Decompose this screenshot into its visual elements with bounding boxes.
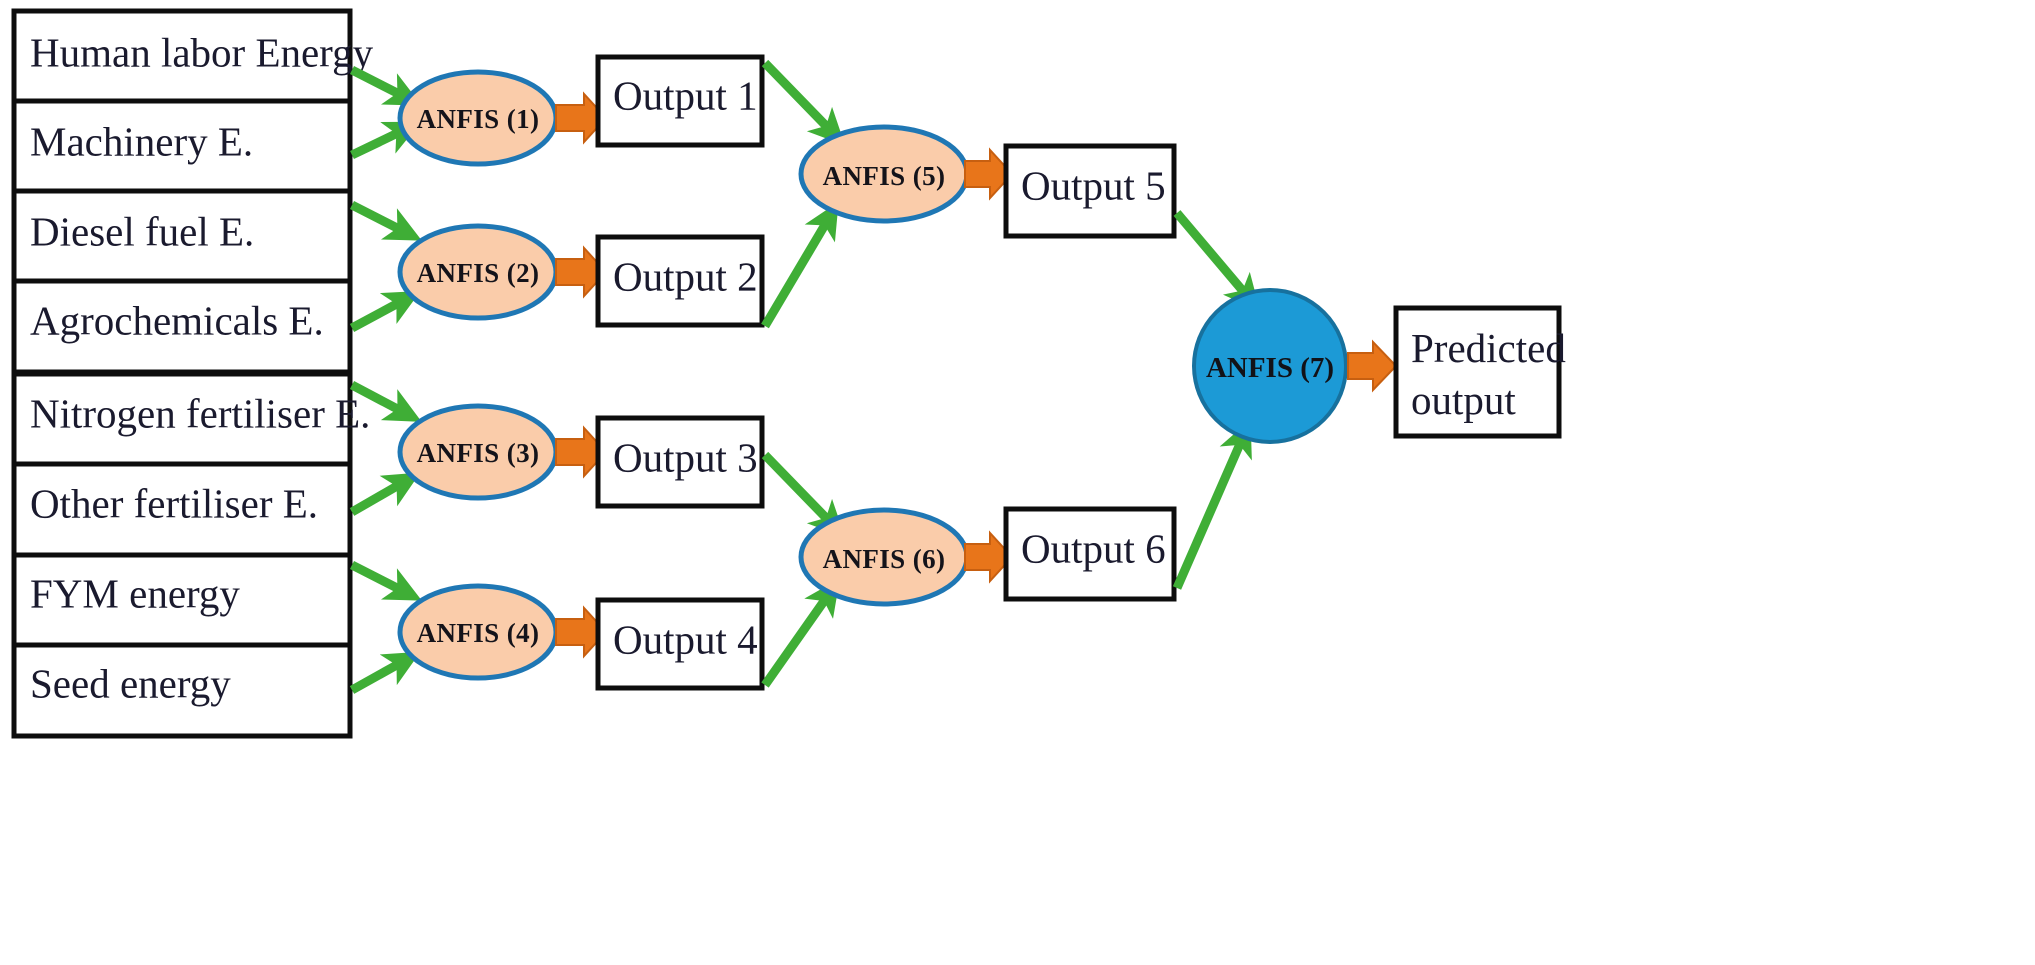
arrow-output3-to-anfis6	[761, 451, 846, 538]
anfis-node-label: ANFIS (3)	[417, 438, 540, 468]
anfis-node-label: ANFIS (6)	[823, 544, 946, 574]
anfis-node-6[interactable]: ANFIS (6)	[798, 507, 970, 607]
output-to-anfis7-arrows	[1172, 210, 1261, 590]
arrow-diesel-to-anfis2	[349, 200, 422, 241]
orange-arrow-anfis1-output1	[555, 91, 608, 145]
input-label: Agrochemicals E.	[30, 297, 324, 343]
output-boxes-layer1: Output 1 Output 2 Output 3 Output 4	[595, 54, 765, 691]
arrow-other-fertiliser-to-anfis3	[349, 472, 421, 516]
anfis-node-label: ANFIS (2)	[417, 258, 540, 288]
anfis-node-label: ANFIS (7)	[1206, 352, 1334, 384]
input-label: Seed energy	[30, 660, 231, 706]
arrow-fym-to-anfis4	[349, 560, 422, 601]
anfis-layer2-group: ANFIS (5) ANFIS (6)	[798, 124, 970, 607]
anfis-layer1-group: ANFIS (1) ANFIS (2) ANFIS (3) ANFIS (4)	[397, 69, 559, 681]
arrow-human-labor-to-anfis1	[349, 65, 422, 106]
input-label: Human labor Energy	[30, 29, 374, 75]
output-box-6[interactable]: Output 6	[1003, 506, 1177, 602]
input-to-anfis-arrows	[349, 65, 422, 694]
output-box-3[interactable]: Output 3	[595, 415, 765, 509]
orange-arrow-anfis2-output2	[555, 245, 608, 299]
arrow-agrochemicals-to-anfis2	[349, 291, 421, 332]
input-box-fym-energy[interactable]: FYM energy	[11, 552, 353, 649]
predicted-output-line2: output	[1411, 377, 1516, 423]
arrow-seed-to-anfis4	[349, 651, 421, 694]
output-boxes-layer2: Output 5 Output 6	[1003, 143, 1177, 602]
input-box-seed-energy[interactable]: Seed energy	[11, 642, 353, 739]
anfis-layer2-orange-arrows	[964, 147, 1014, 584]
anfis-node-label: ANFIS (5)	[823, 161, 946, 191]
arrow-output5-to-anfis7	[1173, 210, 1261, 312]
output-box-1[interactable]: Output 1	[595, 54, 765, 148]
orange-arrow-anfis7-predicted-output	[1347, 339, 1398, 393]
output-label: Output 3	[613, 434, 758, 480]
input-label: Machinery E.	[30, 118, 253, 164]
anfis-node-5[interactable]: ANFIS (5)	[798, 124, 970, 224]
input-label: Diesel fuel E.	[30, 208, 254, 254]
anfis-node-1[interactable]: ANFIS (1)	[397, 69, 559, 167]
output-label: Output 4	[613, 616, 758, 662]
anfis-node-2[interactable]: ANFIS (2)	[397, 223, 559, 321]
orange-arrow-anfis3-output3	[555, 425, 608, 479]
input-boxes-group: Human labor Energy Machinery E. Diesel f…	[11, 8, 374, 739]
input-box-nitrogen-fertiliser-e[interactable]: Nitrogen fertiliser E.	[11, 371, 370, 468]
predicted-output-line1: Predicted	[1411, 325, 1566, 371]
anfis-to-output-orange-arrows	[555, 91, 608, 659]
output-box-2[interactable]: Output 2	[595, 234, 765, 328]
input-box-human-labor-energy[interactable]: Human labor Energy	[11, 8, 374, 105]
output-to-anfis-layer2-arrows	[761, 59, 846, 688]
output-box-5[interactable]: Output 5	[1003, 143, 1177, 239]
anfis-node-label: ANFIS (1)	[417, 104, 540, 134]
anfis-node-3[interactable]: ANFIS (3)	[397, 403, 559, 501]
input-label: FYM energy	[30, 570, 240, 616]
output-label: Output 1	[613, 72, 758, 118]
arrow-output2-to-anfis5	[761, 201, 839, 329]
input-box-agrochemicals-e[interactable]: Agrochemicals E.	[11, 278, 353, 375]
predicted-output-box[interactable]: Predicted output	[1393, 305, 1566, 439]
output-label: Output 5	[1021, 162, 1166, 208]
input-box-machinery-e[interactable]: Machinery E.	[11, 98, 353, 195]
anfis-node-7[interactable]: ANFIS (7)	[1192, 288, 1348, 444]
anfis-node-4[interactable]: ANFIS (4)	[397, 583, 559, 681]
input-box-diesel-fuel-e[interactable]: Diesel fuel E.	[11, 188, 353, 285]
input-box-other-fertiliser-e[interactable]: Other fertiliser E.	[11, 461, 353, 558]
orange-arrow-anfis6-output6	[964, 530, 1014, 584]
arrow-output1-to-anfis5	[761, 59, 846, 146]
arrow-nitrogen-to-anfis3	[349, 381, 422, 422]
orange-arrow-anfis5-output5	[964, 147, 1014, 201]
arrow-machinery-to-anfis1	[350, 121, 422, 160]
orange-arrow-anfis4-output4	[555, 605, 608, 659]
output-label: Output 6	[1021, 525, 1166, 571]
anfis-node-label: ANFIS (4)	[417, 618, 540, 648]
arrow-output4-to-anfis6	[761, 578, 840, 688]
input-label: Nitrogen fertiliser E.	[30, 390, 370, 436]
output-box-4[interactable]: Output 4	[595, 597, 765, 691]
input-label: Other fertiliser E.	[30, 480, 318, 526]
output-label: Output 2	[613, 253, 758, 299]
arrow-output6-to-anfis7	[1172, 419, 1252, 590]
